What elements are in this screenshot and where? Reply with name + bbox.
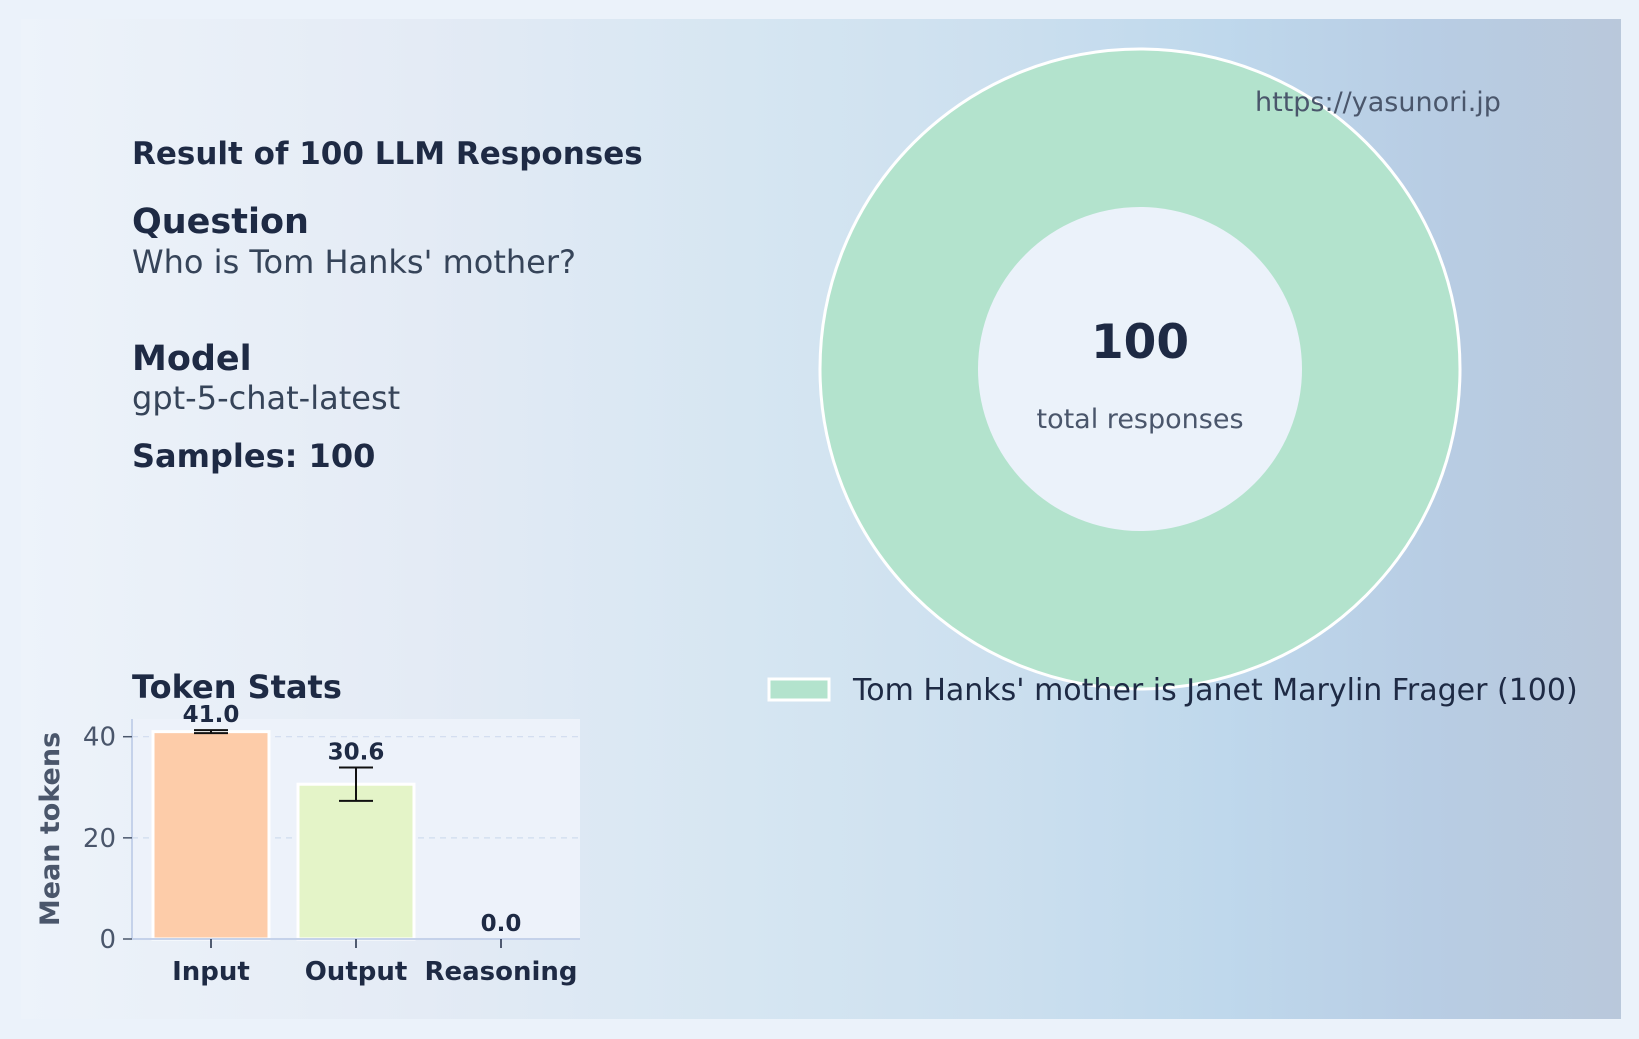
watermark-url: https://yasunori.jp: [1255, 87, 1501, 118]
bar-value-label: 41.0: [183, 702, 240, 728]
donut-hole: [978, 207, 1302, 531]
error-bars: [194, 729, 373, 802]
bars: [151, 730, 416, 941]
bar-output: [296, 782, 416, 941]
token-stats-heading: Token Stats: [132, 668, 342, 706]
error-bar-output: [339, 766, 373, 802]
result-title: Result of 100 LLM Responses: [132, 136, 643, 172]
question-heading: Question: [132, 202, 309, 242]
donut-center-value: 100: [1091, 315, 1189, 370]
bar-input: [151, 730, 271, 941]
model-heading: Model: [132, 339, 252, 379]
error-bar-input: [194, 729, 228, 735]
bar-value-label: 0.0: [481, 911, 522, 937]
legend-swatch: [767, 677, 831, 702]
donut-center-label: total responses: [1036, 404, 1243, 435]
x-tick-label: Input: [172, 957, 250, 987]
y-tick-label: 40: [83, 723, 116, 753]
y-tick-label: 0: [99, 925, 116, 955]
samples-count: Samples: 100: [132, 437, 376, 475]
y-axis-label: Mean tokens: [35, 732, 66, 926]
x-tick-label: Output: [305, 957, 408, 987]
x-tick-label: Reasoning: [424, 957, 577, 987]
bar-value-label: 30.6: [328, 740, 385, 766]
model-name: gpt-5-chat-latest: [132, 379, 401, 417]
y-ticks: 0 20 40: [83, 723, 132, 955]
legend-swatches: [767, 677, 831, 702]
y-tick-label: 20: [83, 824, 116, 854]
bar-value-labels: 41.0 30.6 0.0: [183, 702, 522, 937]
x-ticks: Input Output Reasoning: [172, 939, 578, 987]
legend-item-label: Tom Hanks' mother is Janet Marylin Frage…: [853, 673, 1578, 708]
question-text: Who is Tom Hanks' mother?: [132, 243, 576, 281]
